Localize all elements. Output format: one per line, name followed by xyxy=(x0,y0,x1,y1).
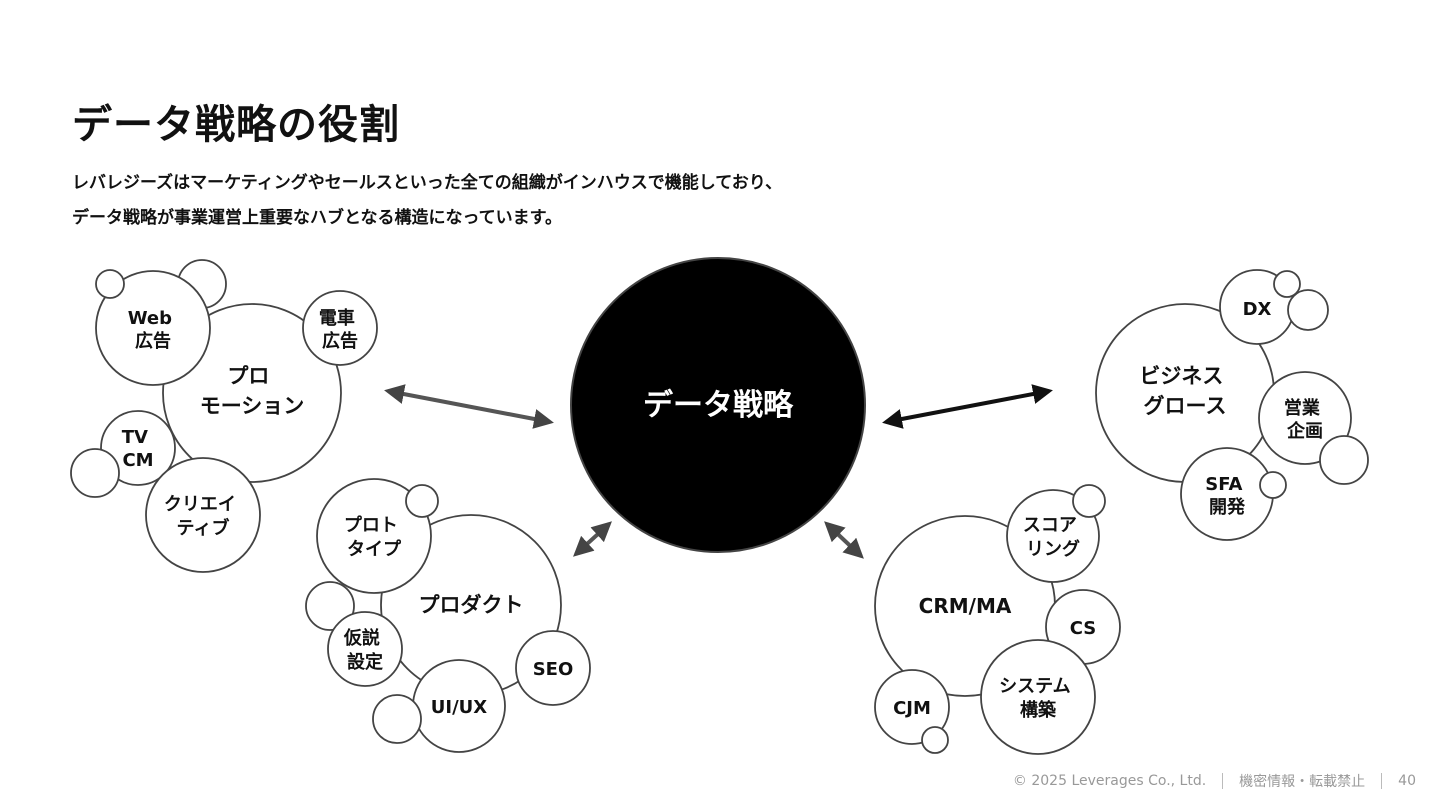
promotion-label-line2: モーション xyxy=(200,394,305,418)
prototype-label: プロト タイプ xyxy=(344,514,404,560)
decor-bubble xyxy=(1072,484,1106,518)
arrow-promotion-hub xyxy=(384,384,554,429)
sales-planning-label: 営業 企画 xyxy=(1284,397,1326,442)
promotion-bubble xyxy=(162,303,342,483)
hypothesis-bubble xyxy=(327,611,403,687)
creative-bubble xyxy=(145,457,261,573)
hub-label: データ戦略 xyxy=(643,388,794,423)
decor-bubble xyxy=(372,694,422,744)
uiux-label: UI/UX xyxy=(431,697,488,718)
decor-bubble xyxy=(70,448,120,498)
hub: データ戦略 xyxy=(570,257,866,553)
business-growth-label: ビジネス グロース xyxy=(1139,364,1230,418)
system-bubble xyxy=(980,639,1096,755)
decor-bubble xyxy=(921,726,949,754)
hypothesis-label: 仮説 設定 xyxy=(343,627,386,673)
crm-label: CRM/MA xyxy=(919,594,1012,618)
sales-planning-label-line1: 営業 xyxy=(1284,397,1321,419)
promotion-label-line1: プロ xyxy=(227,364,269,388)
seo-bubble xyxy=(515,630,591,706)
scoring-bubble xyxy=(1006,489,1100,583)
copyright: © 2025 Leverages Co., Ltd. xyxy=(1012,773,1207,789)
decor-bubble xyxy=(1259,471,1287,499)
prototype-label-line1: プロト xyxy=(344,514,398,536)
hypothesis-label-line1: 仮説 xyxy=(343,627,380,649)
tvcm-bubble xyxy=(100,410,176,486)
seo-label: SEO xyxy=(533,659,574,680)
creative-label-line2: ティブ xyxy=(177,517,230,539)
footer: © 2025 Leverages Co., Ltd. 機密情報・転載禁止 40 xyxy=(1013,771,1416,791)
train-ad-label: 電車 広告 xyxy=(319,307,361,352)
promotion-cluster: プロ モーション Web 広告 電車 広告 TV CM クリエイ ティブ xyxy=(70,259,378,573)
sfa-label-line1: SFA xyxy=(1205,474,1242,495)
business-growth-label-line2: グロース xyxy=(1144,394,1227,418)
cjm-bubble xyxy=(874,669,950,745)
creative-label-line1: クリエイ xyxy=(164,494,236,515)
system-label: システム 構築 xyxy=(999,676,1077,721)
train-ad-bubble xyxy=(302,290,378,366)
footer-divider xyxy=(1381,773,1383,789)
cjm-label: CJM xyxy=(893,698,931,719)
crm-cluster: CRM/MA スコア リング CS システム 構築 CJM xyxy=(874,484,1121,755)
train-ad-label-line1: 電車 xyxy=(319,307,355,329)
arrow-business-hub xyxy=(882,384,1053,429)
system-label-line1: システム xyxy=(999,676,1070,697)
description-line-1: レバレジーズはマーケティングやセールスといった全ての組織がインハウスで機能してお… xyxy=(72,173,783,193)
train-ad-label-line2: 広告 xyxy=(322,330,358,352)
business-growth-label-line1: ビジネス xyxy=(1139,364,1223,388)
tvcm-label: TV CM xyxy=(122,427,155,471)
prototype-bubble xyxy=(316,478,432,594)
decor-bubble xyxy=(1287,289,1329,331)
decor-bubble xyxy=(1319,435,1369,485)
confidential-notice: 機密情報・転載禁止 xyxy=(1239,774,1366,790)
scoring-label-line1: スコア xyxy=(1023,515,1077,536)
tvcm-label-line2: CM xyxy=(122,450,153,471)
decor-bubble xyxy=(95,269,125,299)
web-ad-label-line2: 広告 xyxy=(135,330,171,352)
web-ad-bubble xyxy=(95,270,211,386)
decor-bubble xyxy=(405,484,439,518)
web-ad-label: Web 広告 xyxy=(128,308,179,352)
scoring-label: スコア リング xyxy=(1023,515,1083,560)
description-line-2: データ戦略が事業運営上重要なハブとなる構造になっています。 xyxy=(72,208,562,228)
sfa-label-line2: 開発 xyxy=(1209,496,1246,518)
page-number: 40 xyxy=(1398,773,1416,789)
footer-divider xyxy=(1222,773,1224,789)
arrow-product-hub xyxy=(573,521,612,557)
page-title: データ戦略の役割 xyxy=(72,102,400,148)
arrow-crm-hub xyxy=(824,521,864,559)
page-description: レバレジーズはマーケティングやセールスといった全ての組織がインハウスで機能してお… xyxy=(72,166,782,236)
creative-label: クリエイ ティブ xyxy=(164,494,242,539)
system-label-line2: 構築 xyxy=(1020,699,1057,721)
tvcm-label-line1: TV xyxy=(122,427,148,448)
promotion-label: プロ モーション xyxy=(200,364,305,418)
dx-label: DX xyxy=(1243,299,1272,320)
hub-bubble xyxy=(570,257,866,553)
product-label: プロダクト xyxy=(419,593,524,617)
decor-bubble xyxy=(305,581,355,631)
sfa-label: SFA 開発 xyxy=(1205,474,1248,518)
scoring-label-line2: リング xyxy=(1026,538,1080,560)
business-growth-cluster: ビジネス グロース DX 営業 企画 SFA 開発 xyxy=(1095,269,1369,541)
product-cluster: プロダクト プロト タイプ 仮説 設定 UI/UX SEO xyxy=(305,478,591,753)
web-ad-label-line1: Web xyxy=(128,308,172,329)
prototype-label-line2: タイプ xyxy=(347,538,402,560)
cs-label: CS xyxy=(1070,618,1097,639)
decor-bubble xyxy=(1273,270,1301,298)
sales-planning-label-line2: 企画 xyxy=(1286,420,1323,442)
hypothesis-label-line2: 設定 xyxy=(347,651,383,673)
